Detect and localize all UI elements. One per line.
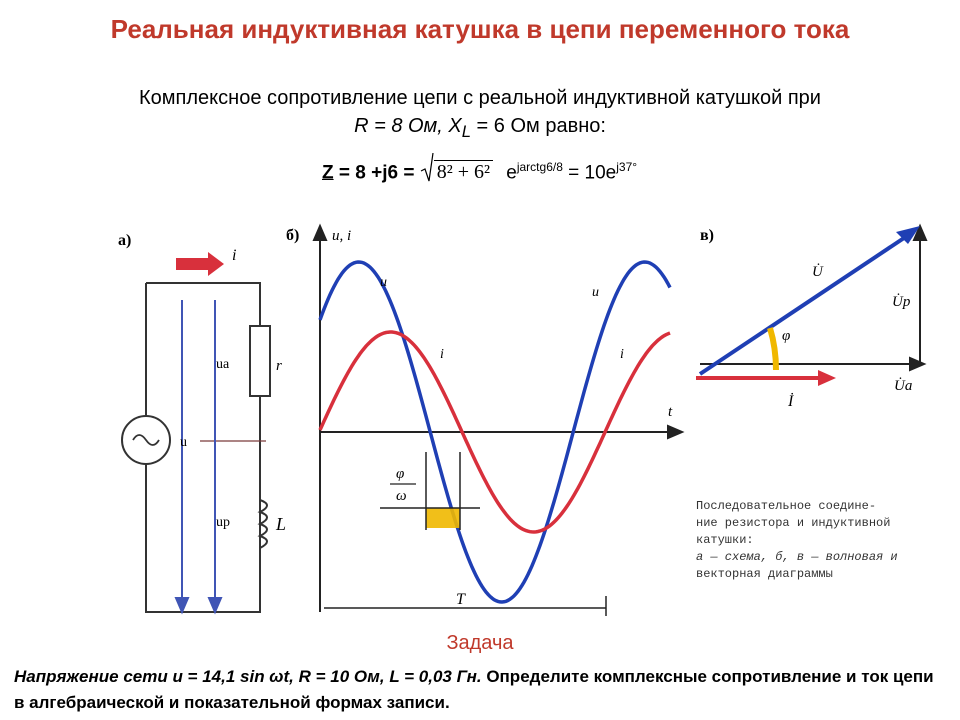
intro-x: = 6 Ом равно: xyxy=(470,115,606,137)
intro-line2: R = 8 Ом, XL = 6 Ом равно: xyxy=(60,112,900,146)
phasor-frame xyxy=(700,223,928,372)
u-label: u xyxy=(180,435,187,450)
axis-t-label: t xyxy=(668,404,673,420)
sqrt-content: 8² + 6² xyxy=(433,160,493,184)
intro-text: Комплексное сопротивление цепи с реально… xyxy=(60,84,900,146)
intro-line1: Комплексное сопротивление цепи с реально… xyxy=(139,87,821,109)
i-wave xyxy=(318,330,671,534)
u-wave-label: u xyxy=(380,275,387,290)
u-wave xyxy=(318,260,672,604)
vec-up-label: U̇р xyxy=(892,294,911,310)
i-wave-label-2: i xyxy=(620,347,624,362)
caption-line-3: катушки: xyxy=(696,533,754,547)
sqrt-expression: 8² + 6² xyxy=(420,153,493,184)
r-label: r xyxy=(276,358,282,374)
vec-ua-label: U̇а xyxy=(894,378,912,394)
period-label: T xyxy=(456,591,466,608)
vec-i-label: İ xyxy=(787,392,794,410)
l-label: L xyxy=(275,514,286,534)
up-label: uр xyxy=(216,515,230,530)
page-title: Реальная индуктивная катушка в цепи пере… xyxy=(110,14,850,44)
task-title: Задача xyxy=(446,632,514,654)
phase-markers xyxy=(324,452,607,616)
phi-num: φ xyxy=(396,466,404,482)
z-label: Z xyxy=(322,162,334,184)
figure-caption: Последовательное соедине- ние резистора … xyxy=(696,498,946,583)
task-text: Напряжение сети u = 14,1 sin ωt, R = 10 … xyxy=(14,664,944,716)
intro-r: R = 8 Ом, X xyxy=(354,115,462,137)
exp2: = 10e xyxy=(562,162,617,184)
current-arrow-icon xyxy=(176,252,224,276)
resistor-symbol xyxy=(249,325,271,397)
circuit-schematic xyxy=(121,282,271,613)
circuit-i-label: i xyxy=(232,247,236,264)
impedance-formula: Z = 8 +j6 = 8² + 6² ejarctg6/8 = 10ej37° xyxy=(322,153,638,184)
vec-u-label: U̇ xyxy=(812,264,824,280)
caption-line-1: Последовательное соедине- xyxy=(696,499,877,513)
sqrt-icon xyxy=(420,153,434,182)
z-lhs: = 8 +j6 = xyxy=(333,162,420,184)
ua-label: uа xyxy=(216,357,230,372)
axis-ui-label: u, i xyxy=(332,228,351,244)
caption-line-2: ние резистора и индуктивной xyxy=(696,516,891,530)
i-wave-label: i xyxy=(440,347,444,362)
phasor-phi: φ xyxy=(782,328,790,344)
vector-i xyxy=(696,370,836,386)
label-b: б) xyxy=(286,227,299,244)
phi-den: ω xyxy=(396,488,407,504)
vector-u xyxy=(698,226,920,376)
task-lead: Напряжение сети u = 14,1 sin ωt, R = 10 … xyxy=(14,667,482,686)
label-v: в) xyxy=(700,227,714,244)
task-rest: Определите комплексные сопротивление и т… xyxy=(14,667,934,712)
u-wave-label-2: u xyxy=(592,285,599,300)
exp1-sup: jarctg6/8 xyxy=(516,160,563,174)
phi-arc xyxy=(767,327,779,371)
caption-line-4: а — схема, б, в — волновая и xyxy=(696,550,898,564)
label-a: а) xyxy=(118,232,131,249)
exp1: e xyxy=(506,162,517,184)
voltage-arrows xyxy=(174,300,223,615)
exp2-sup: j37° xyxy=(616,160,638,174)
phase-shift-highlight xyxy=(426,508,460,528)
wave-axes xyxy=(312,223,685,612)
caption-line-5: векторная диаграммы xyxy=(696,567,833,581)
intro-l-sub: L xyxy=(461,122,471,141)
